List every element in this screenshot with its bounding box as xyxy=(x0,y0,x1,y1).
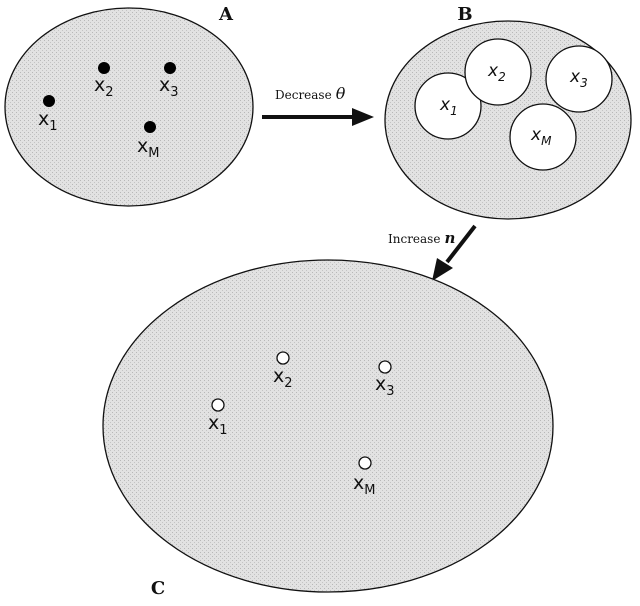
panel-a-label-x1: x1 xyxy=(38,108,58,134)
panel-c: C x1 x2 x3 xM xyxy=(102,259,554,599)
panel-b-neighborhood-x2 xyxy=(464,38,532,106)
panel-c-label-x2: x2 xyxy=(273,365,293,391)
panel-c-region xyxy=(102,259,554,593)
panel-b-label-x2: x2 xyxy=(487,61,506,84)
panel-b-neighborhood-x1 xyxy=(414,72,482,140)
panel-b-letter: B xyxy=(457,4,472,25)
panel-b: B x1 x2 x3 xM xyxy=(384,4,632,220)
increase-arrow-head xyxy=(432,258,453,281)
panel-a-label-xm: xM xyxy=(137,135,159,161)
panel-b-label-x1: x1 xyxy=(439,95,458,118)
panel-b-neighborhood-x3 xyxy=(545,45,613,113)
panel-c-label-x1: x1 xyxy=(208,412,228,438)
panel-c-label-xm: xM xyxy=(353,472,375,498)
panel-a-point-x2 xyxy=(98,62,110,74)
panel-c-point-x3 xyxy=(378,360,392,374)
decrease-arrow-head xyxy=(352,108,374,126)
panel-a-label-x2: x2 xyxy=(94,74,114,100)
panel-c-label-x3: x3 xyxy=(375,373,395,399)
panel-a-region xyxy=(4,7,254,207)
panel-a-label-x3: x3 xyxy=(159,74,179,100)
panel-c-point-x2 xyxy=(276,351,290,365)
increase-arrow-shaft xyxy=(445,224,477,264)
panel-a-point-x3 xyxy=(164,62,176,74)
panel-b-label-xm: xM xyxy=(530,125,552,148)
panel-c-letter: C xyxy=(151,578,165,599)
panel-a-point-x1 xyxy=(43,95,55,107)
panel-c-point-x1 xyxy=(211,398,225,412)
panel-a: A x1 x2 x3 xM xyxy=(4,4,254,207)
panel-c-point-xm xyxy=(358,456,372,470)
panel-a-letter: A xyxy=(218,4,234,25)
panel-a-point-xm xyxy=(144,121,156,133)
panel-b-label-x3: x3 xyxy=(569,67,588,90)
panel-b-neighborhood-xm xyxy=(509,103,577,171)
